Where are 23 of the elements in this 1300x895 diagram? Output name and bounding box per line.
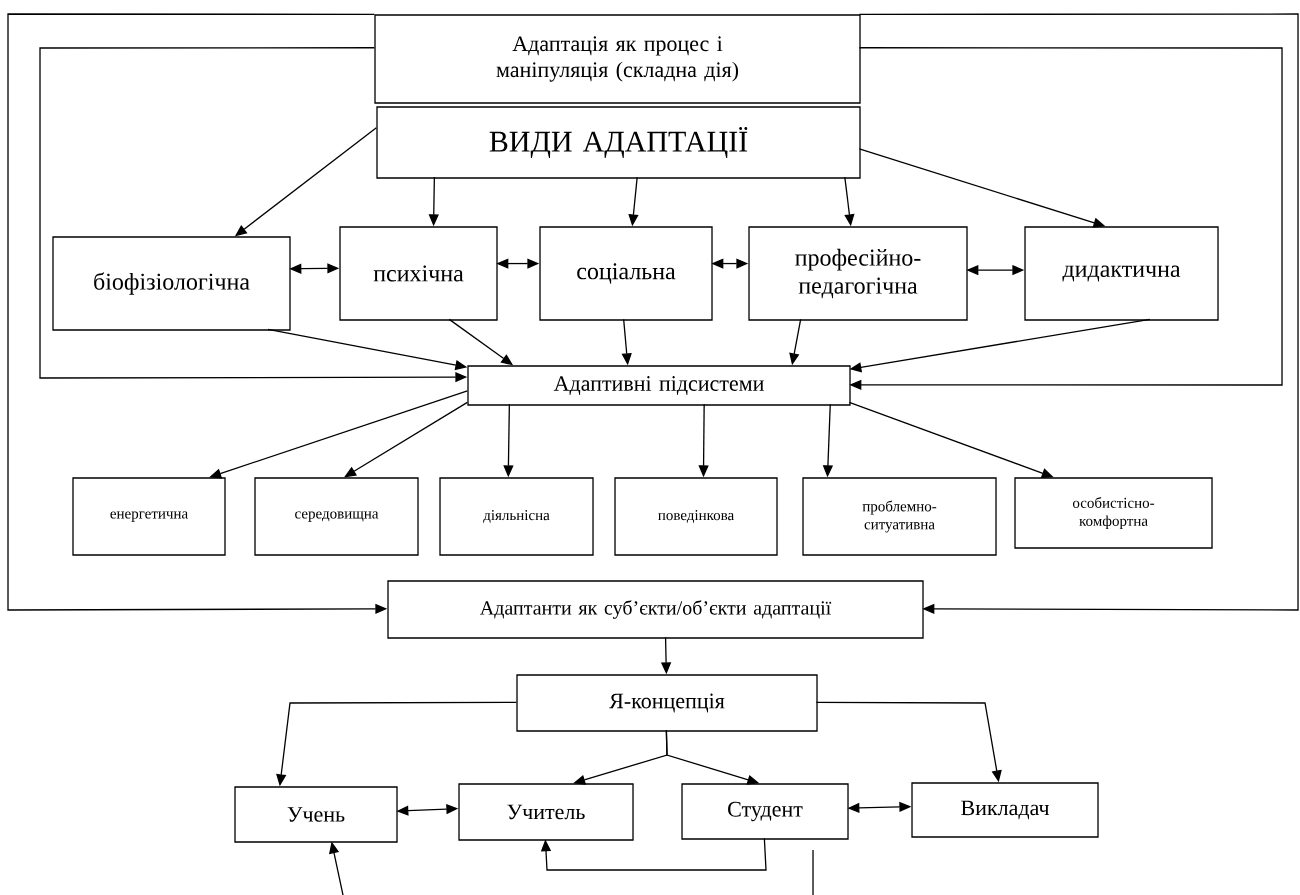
type-box: біофізіологічна [52, 236, 291, 331]
arrow [540, 837, 767, 871]
type-box: психічна [339, 226, 498, 321]
type-box: професійно-педагогічна [748, 226, 968, 321]
process-box: Адаптанти як суб’єкти/об’єкти адаптації [387, 580, 924, 639]
subsystems-box: Адаптивні підсистеми [467, 365, 851, 406]
role-box: Учень [234, 786, 398, 843]
subsystem-box: енергетична [72, 477, 226, 556]
type-box: соціальна [539, 226, 713, 321]
subsystem-box: діяльнісна [439, 477, 594, 556]
arrow [858, 13, 1299, 615]
concept-box: Я-концепція [516, 674, 818, 732]
process-box: Адаптація як процес і маніпуляція (складна дія) [374, 14, 861, 104]
arrow [344, 401, 468, 478]
subsystem-box: проблемно-ситуативна [802, 477, 997, 556]
subsystem-box: поведінкова [614, 477, 778, 556]
role-box: Учитель [458, 783, 634, 841]
subsystem-box: середовищна [254, 477, 419, 556]
type-box: дидактична [1024, 226, 1219, 321]
heading-box: ВИДИ АДАПТАЦІЇ [376, 106, 861, 179]
role-box: Студент [681, 783, 849, 840]
role-box: Викладач [911, 782, 1099, 838]
subsystem-box: особистісно-комфортна [1014, 477, 1213, 549]
